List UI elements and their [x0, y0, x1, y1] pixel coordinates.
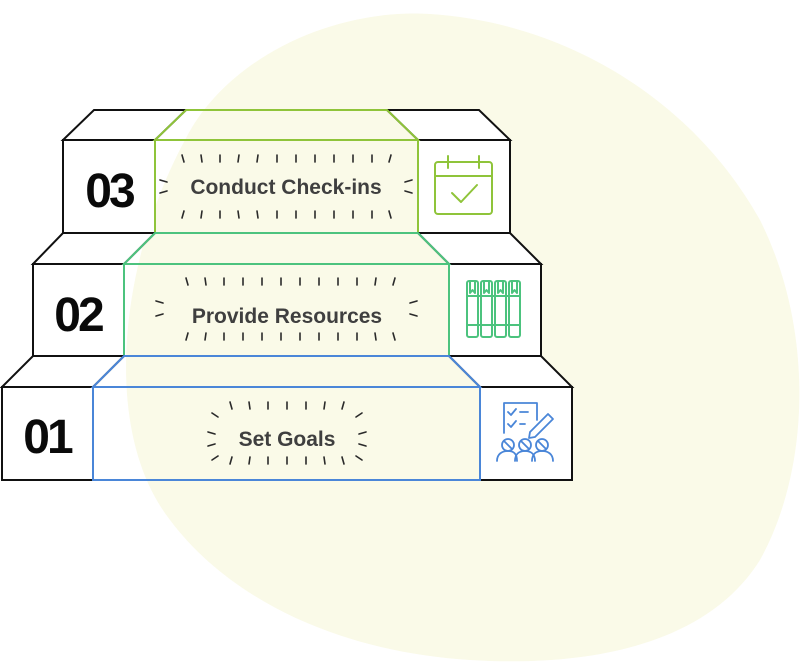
step-1: 01 Set Goals — [0, 355, 575, 481]
step-1-front-left — [1, 386, 94, 481]
step-3-top-left — [60, 109, 189, 141]
step-1-top-left — [0, 355, 127, 388]
step-1-label: Set Goals — [239, 428, 336, 451]
step-3-number: 03 — [85, 165, 134, 218]
step-2-rays — [155, 277, 418, 341]
step-3-front-right — [417, 139, 511, 234]
step-3-rays — [159, 154, 413, 219]
books-icon — [466, 280, 521, 338]
step-1-front-right — [479, 386, 573, 481]
step-1-rays — [207, 401, 367, 465]
step-2-label: Provide Resources — [192, 305, 382, 328]
step-2-top-left — [30, 232, 158, 265]
step-3-label: Conduct Check-ins — [190, 176, 381, 199]
step-2-number: 02 — [54, 289, 103, 342]
step-2: 02 Provide Resources — [30, 232, 544, 357]
goal-planning-icon — [496, 402, 554, 462]
calendar-check-icon — [434, 155, 493, 215]
step-1-front-center — [92, 386, 481, 481]
step-1-number: 01 — [23, 411, 73, 464]
